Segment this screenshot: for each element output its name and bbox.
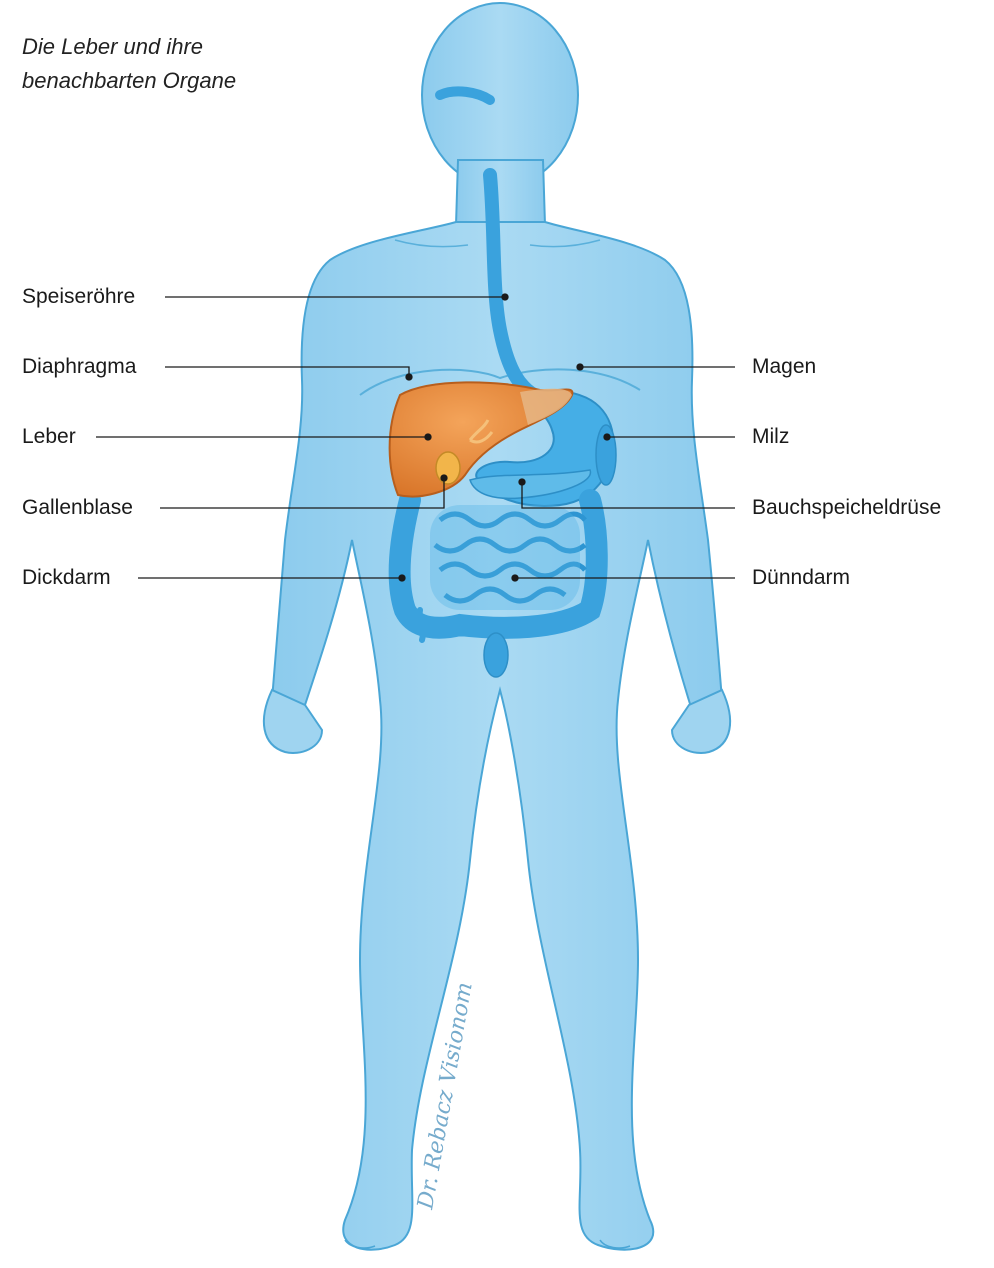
label-bauchspeicheldruese: Bauchspeicheldrüse — [752, 496, 941, 520]
label-leber: Leber — [22, 425, 76, 449]
label-milz: Milz — [752, 425, 789, 449]
neck — [456, 160, 545, 225]
label-speiseroehre: Speiseröhre — [22, 285, 135, 309]
label-dickdarm: Dickdarm — [22, 566, 111, 590]
left-hand — [264, 690, 322, 753]
gallbladder — [436, 452, 460, 484]
label-duenndarm: Dünndarm — [752, 566, 850, 590]
label-magen: Magen — [752, 355, 816, 379]
bladder — [484, 633, 508, 677]
label-diaphragma: Diaphragma — [22, 355, 136, 379]
right-hand — [672, 690, 730, 753]
label-gallenblase: Gallenblase — [22, 496, 133, 520]
